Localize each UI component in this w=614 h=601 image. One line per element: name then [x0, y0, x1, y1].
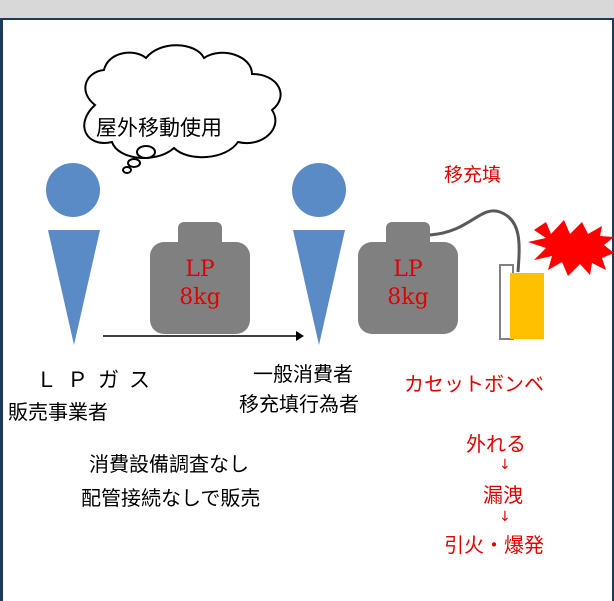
lp-cylinder-left-icon — [150, 222, 250, 334]
seller-label-line1: ＬＰガス — [36, 368, 160, 392]
lp-cylinder-right-icon — [358, 222, 458, 334]
note-line2: 配管接続なしで販売 — [81, 486, 261, 510]
down-arrow-1: ↓ — [499, 457, 511, 473]
down-arrow-2: ↓ — [499, 509, 511, 525]
left-border — [0, 18, 3, 601]
cassette-label: カセットボンベ — [404, 372, 544, 396]
explosion-icon — [528, 220, 614, 276]
consequence-1: 外れる — [466, 432, 526, 456]
thought-bubble-text: 屋外移動使用 — [96, 116, 222, 140]
right-border — [612, 18, 614, 601]
consequence-3: 引火・爆発 — [444, 533, 544, 557]
cylinder-right-text-1: LP — [393, 257, 423, 282]
cylinder-left-text-2: 8kg — [179, 285, 220, 310]
cylinder-left-text-1: LP — [185, 257, 215, 282]
note-line1: 消費設備調査なし — [89, 452, 249, 476]
transfer-hose — [429, 209, 521, 273]
consumer-label-line1: 一般消費者 — [253, 362, 353, 386]
top-bar — [0, 0, 614, 20]
cylinder-right-text-2: 8kg — [387, 285, 428, 310]
seller-person-icon — [46, 163, 100, 345]
thought-bubble — [83, 44, 282, 174]
seller-label-line2: 販売事業者 — [8, 400, 108, 424]
transfer-label: 移充填 — [444, 164, 502, 186]
cassette-canister-icon — [499, 264, 544, 340]
consumer-person-icon — [292, 163, 346, 345]
consequence-2: 漏洩 — [483, 483, 523, 507]
sale-arrow — [103, 331, 304, 341]
consumer-label-line2: 移充填行為者 — [239, 392, 359, 416]
